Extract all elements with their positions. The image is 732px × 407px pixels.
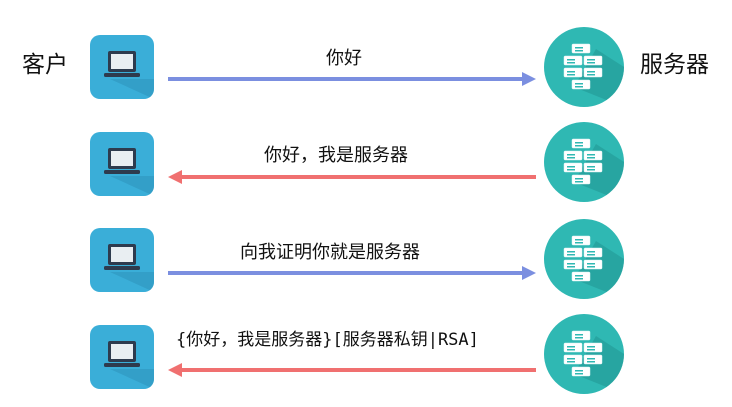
server-rack-icon [544,219,624,299]
laptop-icon [90,132,154,196]
server-rack-icon [544,27,624,107]
message-1-label: 你好 [326,48,362,69]
laptop-icon [90,228,154,292]
laptop-icon [90,35,154,99]
server-rack-icon [544,314,624,394]
message-2-label: 你好，我是服务器 [264,145,408,166]
laptop-icon [90,325,154,389]
arrow-client-to-server-2 [168,266,536,280]
arrow-server-to-client-2 [168,363,536,377]
server-rack-icon [544,122,624,202]
message-4-label: {你好，我是服务器}[服务器私钥|RSA] [176,330,479,350]
arrow-client-to-server-1 [168,72,536,86]
arrow-server-to-client-1 [168,170,536,184]
client-label: 客户 [22,52,68,78]
message-3-label: 向我证明你就是服务器 [240,242,420,263]
server-label: 服务器 [640,52,709,78]
